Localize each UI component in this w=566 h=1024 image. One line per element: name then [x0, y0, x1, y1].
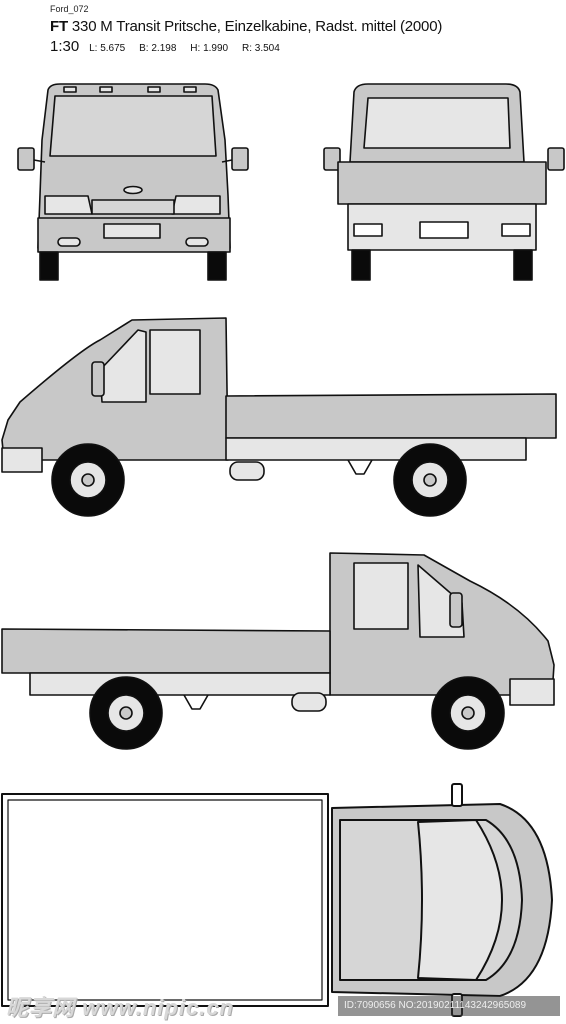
side-window-r — [353, 562, 409, 630]
rear-wheel-left — [351, 249, 371, 281]
rear-tailgate — [337, 161, 547, 205]
side-bed — [225, 393, 557, 439]
front-windshield — [49, 95, 217, 157]
side-mirror — [91, 361, 105, 397]
height-label: H: 1.990 — [190, 43, 229, 54]
front-headlight-left — [44, 195, 93, 215]
rear-wheel-right — [513, 249, 533, 281]
watermark-id: ID:7090656 NO:20190211143242965089 — [338, 996, 560, 1016]
rear-mirror-right — [547, 147, 565, 171]
drawing-code: Ford_072 — [50, 4, 89, 14]
front-headlight-right — [171, 195, 221, 215]
side-windshield — [99, 329, 147, 403]
front-view — [17, 83, 249, 281]
front-wheel-right — [207, 251, 227, 281]
top-mirror-a — [451, 783, 463, 807]
dimension-line: 1:30 L: 5.675 B: 2.198 H: 1.990 R: 3.504 — [50, 38, 290, 55]
side-view-right — [1, 552, 555, 750]
side-view-left — [1, 317, 557, 517]
front-mirror-left — [17, 147, 35, 171]
front-badge — [123, 185, 143, 195]
rear-view — [323, 83, 565, 281]
top-windshield — [417, 819, 503, 981]
scale-label: 1:30 — [50, 38, 80, 55]
side-mirror-r — [449, 592, 463, 628]
drawing-title: FT 330 M Transit Pritsche, Einzelkabine,… — [50, 18, 442, 35]
rear-mirror-left — [323, 147, 341, 171]
front-grille — [91, 199, 175, 215]
length-label: L: 5.675 — [89, 43, 126, 54]
rear-window — [363, 97, 511, 149]
top-view — [1, 783, 553, 1017]
front-mirror-right — [231, 147, 249, 171]
side-front-bumper — [1, 447, 43, 473]
side-bed-r — [1, 628, 331, 674]
wheelbase-label: R: 3.504 — [242, 43, 280, 54]
side-window-front — [149, 329, 201, 395]
front-wheel-left — [39, 251, 59, 281]
watermark-logo: 昵享网 www.nipic.cn — [6, 995, 234, 1020]
model-description: 330 M Transit Pritsche, Einzelkabine, Ra… — [67, 18, 443, 35]
front-plate — [103, 223, 161, 239]
width-label: B: 2.198 — [139, 43, 177, 54]
top-bed — [1, 793, 329, 1007]
model-prefix: FT — [50, 18, 68, 35]
